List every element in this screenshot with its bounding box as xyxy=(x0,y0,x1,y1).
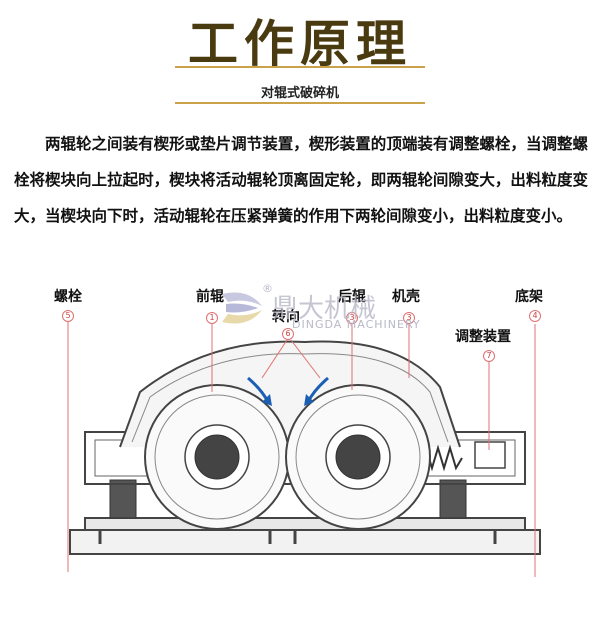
foot-left xyxy=(109,479,137,519)
label-rear-roller: 后辊 xyxy=(338,289,366,305)
label-adjuster: 调整装置 xyxy=(455,329,511,345)
watermark-brand: 鼎大机械 xyxy=(272,294,377,324)
title-underline-top xyxy=(175,66,425,68)
rear-roller-rim xyxy=(295,394,421,520)
num-adjuster: 7 xyxy=(483,350,495,362)
adjuster-block xyxy=(474,441,506,469)
title-underline-bottom xyxy=(175,102,425,104)
watermark-logo-icon xyxy=(222,292,262,324)
rear-roller-shaft xyxy=(335,434,381,480)
front-roller-shaft xyxy=(194,434,240,480)
num-front-roller: 1 xyxy=(206,312,218,324)
foot-right xyxy=(439,479,467,519)
rotation-arrowhead-right xyxy=(304,394,314,406)
rotation-arrowhead-left xyxy=(262,394,272,406)
label-rotation: 转向 xyxy=(272,309,300,325)
subtitle: 对辊式破碎机 xyxy=(260,86,339,101)
label-front-roller: 前辊 xyxy=(196,289,224,305)
num-base: 4 xyxy=(529,310,541,322)
label-base: 底架 xyxy=(515,289,543,305)
page-title: 工作原理 xyxy=(188,14,412,73)
description-paragraph: 两辊轮之间装有楔形或垫片调节装置，楔形装置的顶端装有调整螺栓，当调整螺栓将楔块向… xyxy=(14,134,588,225)
base-frame xyxy=(84,517,526,531)
num-housing: 3 xyxy=(403,312,415,324)
num-rotation: 6 xyxy=(282,328,294,340)
num-bolt: 5 xyxy=(62,310,74,322)
base-plate xyxy=(69,529,541,555)
machine-diagram: 螺栓 5 前辊 1 转向 6 后辊 3 机壳 3 底架 4 调整装置 7 ® 鼎… xyxy=(0,282,600,621)
leader-rotation-left xyxy=(261,339,288,379)
watermark-brand-en: DINGDA MACHINERY xyxy=(292,318,421,331)
housing-inner xyxy=(131,353,449,443)
machine-drawing xyxy=(67,320,541,577)
label-bolt: 螺栓 xyxy=(54,289,82,305)
watermark-reg-mark: ® xyxy=(262,282,273,295)
leader-rotation-right xyxy=(290,339,321,379)
num-rear-roller: 3 xyxy=(346,312,358,324)
label-housing: 机壳 xyxy=(392,289,420,305)
front-roller-rim xyxy=(154,394,280,520)
